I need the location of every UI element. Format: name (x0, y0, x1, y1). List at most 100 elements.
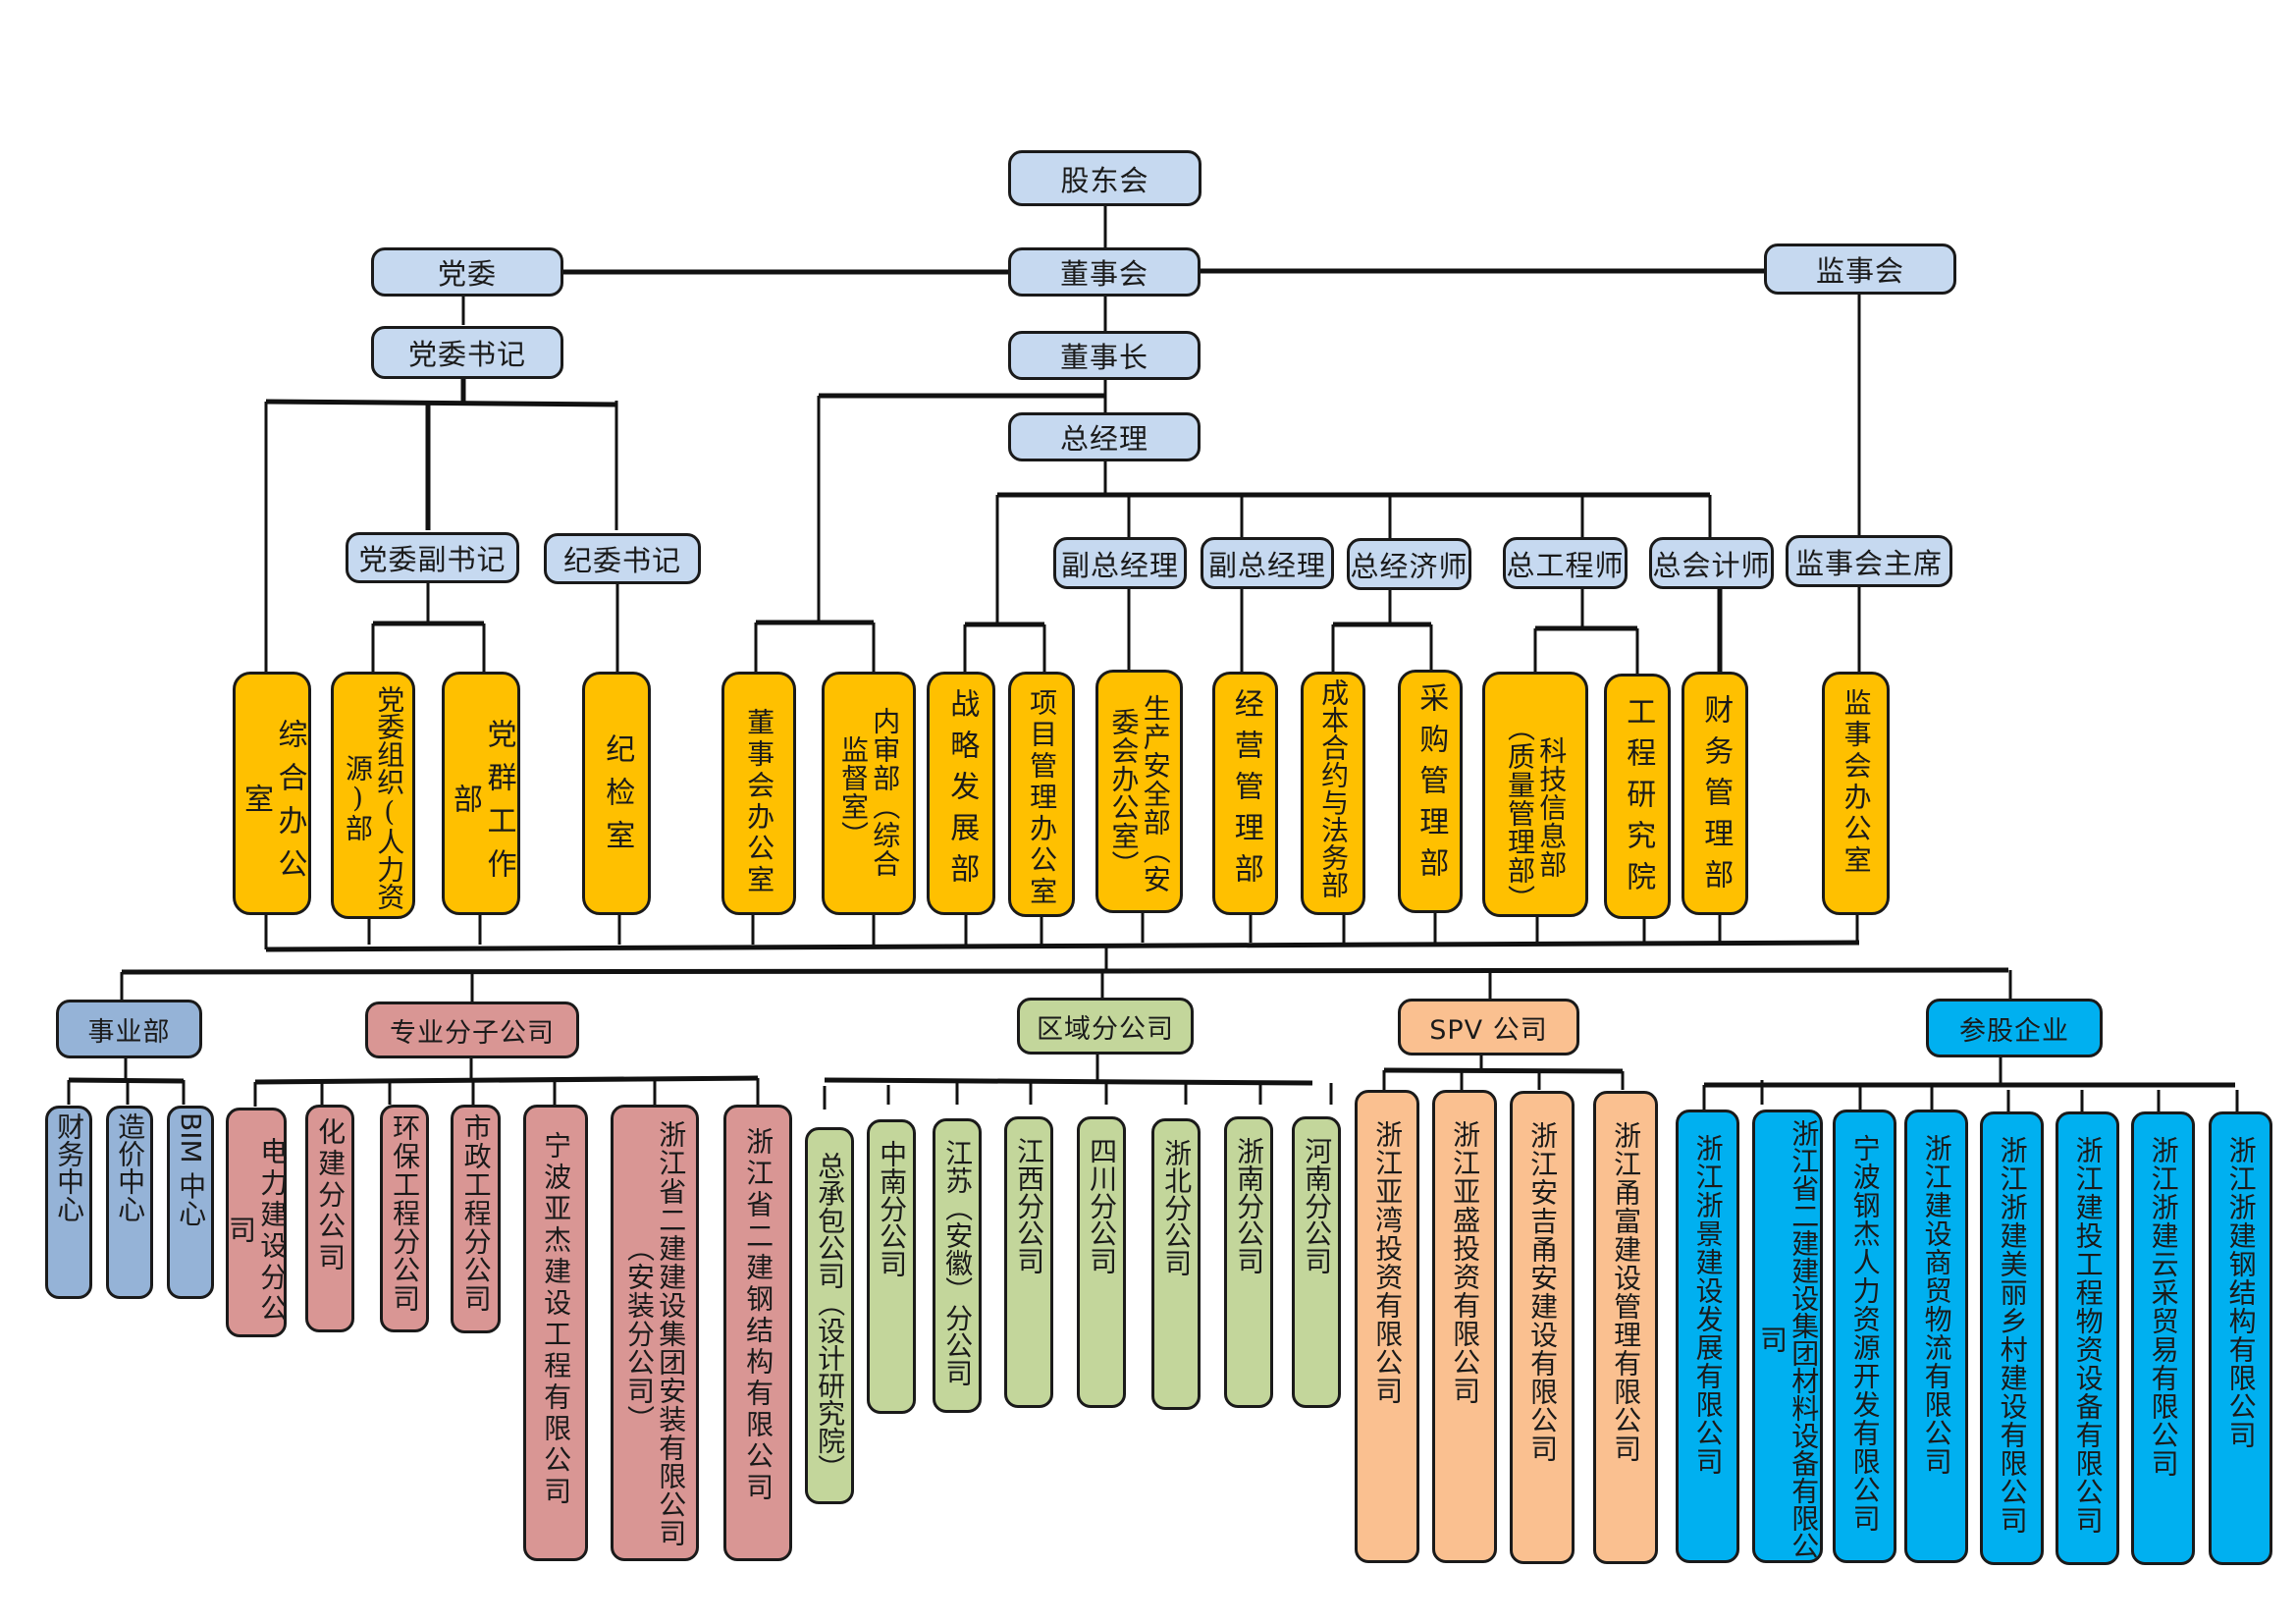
dept-procurement[interactable]: 采购管理部 (1398, 670, 1463, 913)
chief-economist-box[interactable]: 总经济师 (1347, 538, 1471, 590)
equity-holding-item[interactable]: 浙江浙建云采贸易有限公司 (2131, 1111, 2195, 1565)
regional-branch-item[interactable]: 中南分公司 (867, 1119, 916, 1414)
chief-accountant-box[interactable]: 总会计师 (1649, 537, 1774, 589)
dept-general-office[interactable]: 综合办公室 (233, 672, 311, 915)
board-box[interactable]: 董事会 (1008, 247, 1201, 297)
regional-branch-label: 浙北分公司 (1160, 1139, 1194, 1276)
dept-party-organization-hr[interactable]: 党委组织(人力资源)部 (331, 672, 415, 919)
regional-branch-item[interactable]: 江苏（安徽）分公司 (933, 1118, 982, 1413)
category-label: 参股企业 (1959, 1015, 2069, 1047)
chief-engineer-box[interactable]: 总工程师 (1503, 537, 1628, 589)
business-unit-item[interactable]: 造价中心 (106, 1106, 153, 1299)
professional-subsidiary-item[interactable]: 浙江省二建钢结构有限公司 (723, 1105, 792, 1561)
dept-finance-management[interactable]: 财务管理部 (1682, 672, 1748, 915)
dept-label: 董事会办公室 (743, 708, 776, 896)
chief-accountant-label: 总会计师 (1652, 548, 1771, 582)
professional-subsidiary-item[interactable]: 化建分公司 (305, 1105, 354, 1332)
chairman-box[interactable]: 董事长 (1008, 331, 1201, 380)
regional-branch-item[interactable]: 江西分公司 (1004, 1116, 1053, 1408)
spv-company-item[interactable]: 浙江亚盛投资有限公司 (1432, 1090, 1497, 1563)
spv-company-item[interactable]: 浙江亚湾投资有限公司 (1355, 1090, 1419, 1563)
professional-subsidiary-item[interactable]: 宁波亚杰建设工程有限公司 (523, 1105, 588, 1561)
dept-technology-information[interactable]: 科技信息部（质量管理部） (1482, 672, 1588, 917)
regional-branch-item[interactable]: 河南分公司 (1292, 1116, 1341, 1408)
dept-label: 生产安全部（安委会办公室） (1107, 693, 1172, 893)
category-label: 专业分子公司 (390, 1017, 555, 1049)
dept-party-mass-work[interactable]: 党群工作部 (442, 672, 520, 915)
discipline-secretary-label: 纪委书记 (562, 544, 681, 577)
spv-company-label: 浙江亚湾投资有限公司 (1371, 1120, 1405, 1405)
category-professional-subsidiaries[interactable]: 专业分子公司 (365, 1001, 579, 1058)
professional-subsidiary-item[interactable]: 环保工程分公司 (380, 1105, 429, 1332)
discipline-secretary-box[interactable]: 纪委书记 (544, 533, 701, 584)
regional-branch-label: 江西分公司 (1013, 1137, 1046, 1274)
business-unit-item[interactable]: 财务中心 (45, 1106, 92, 1299)
equity-holding-item[interactable]: 宁波钢杰人力资源开发有限公司 (1833, 1110, 1896, 1563)
supervisory-chair-box[interactable]: 监事会主席 (1786, 535, 1952, 587)
deputy-party-secretary-box[interactable]: 党委副书记 (346, 532, 519, 583)
category-spv-companies[interactable]: SPV 公司 (1398, 999, 1579, 1056)
regional-branch-item[interactable]: 总承包公司（设计研究院） (805, 1127, 854, 1504)
spv-company-item[interactable]: 浙江甬富建设管理有限公司 (1593, 1091, 1658, 1564)
business-unit-item[interactable]: BIM 中心 (167, 1106, 214, 1299)
equity-holding-item[interactable]: 浙江省二建建设集团材料设备有限公司 (1752, 1110, 1823, 1563)
dept-operations-management[interactable]: 经营管理部 (1212, 672, 1278, 915)
dept-internal-audit[interactable]: 内审部（综合监督室） (822, 672, 916, 915)
chairman-label: 董事长 (1059, 341, 1148, 374)
dept-project-management-office[interactable]: 项目管理办公室 (1008, 672, 1075, 917)
supervisory-board-box[interactable]: 监事会 (1764, 244, 1956, 295)
dept-label: 经营管理部 (1228, 688, 1263, 894)
business-unit-label: 财务中心 (53, 1112, 86, 1222)
dept-engineering-research[interactable]: 工程研究院 (1604, 674, 1671, 919)
dept-cost-contract-legal[interactable]: 成本合约与法务部 (1301, 672, 1365, 915)
dept-discipline-inspection[interactable]: 纪检室 (582, 672, 651, 915)
category-label: 事业部 (87, 1016, 171, 1048)
professional-subsidiary-item[interactable]: 电力建设分公司 (225, 1108, 289, 1337)
dept-label: 内审部（综合监督室） (837, 707, 902, 878)
category-equity-holdings[interactable]: 参股企业 (1926, 999, 2103, 1057)
regional-branch-label: 河南分公司 (1301, 1137, 1334, 1274)
regional-branch-item[interactable]: 四川分公司 (1077, 1116, 1126, 1408)
professional-subsidiary-item[interactable]: 浙江省二建建设集团安装有限公司（安装分公司） (611, 1105, 699, 1561)
equity-holding-item[interactable]: 浙江建投工程物资设备有限公司 (2056, 1111, 2119, 1565)
category-label: 区域分公司 (1037, 1013, 1174, 1045)
supervisory-chair-label: 监事会主席 (1794, 546, 1943, 580)
equity-holding-item[interactable]: 浙江浙建美丽乡村建设有限公司 (1980, 1111, 2044, 1565)
spv-company-item[interactable]: 浙江安吉甬安建设有限公司 (1510, 1091, 1575, 1564)
dept-board-office[interactable]: 董事会办公室 (721, 672, 796, 915)
professional-subsidiary-item[interactable]: 市政工程分公司 (451, 1105, 501, 1333)
equity-holding-label: 宁波钢杰人力资源开发有限公司 (1848, 1134, 1882, 1533)
dept-label: 成本合约与法务部 (1317, 678, 1351, 898)
general-manager-box[interactable]: 总经理 (1008, 412, 1201, 461)
chief-economist-label: 总经济师 (1350, 549, 1468, 583)
party-secretary-label: 党委书记 (407, 338, 526, 371)
dept-production-safety[interactable]: 生产安全部（安委会办公室） (1095, 670, 1183, 913)
deputy-gm-2-box[interactable]: 副总经理 (1201, 537, 1334, 589)
regional-branch-item[interactable]: 浙南分公司 (1224, 1116, 1273, 1408)
shareholders-box[interactable]: 股东会 (1008, 150, 1201, 206)
party-secretary-box[interactable]: 党委书记 (371, 326, 563, 379)
party-committee-label: 党委 (437, 257, 497, 291)
general-manager-label: 总经理 (1059, 422, 1148, 456)
deputy-gm-1-label: 副总经理 (1060, 548, 1179, 582)
dept-label: 工程研究院 (1621, 696, 1656, 902)
regional-branch-label: 中南分公司 (876, 1140, 909, 1277)
dept-label: 财务管理部 (1698, 694, 1734, 900)
regional-branch-item[interactable]: 浙北分公司 (1151, 1118, 1201, 1410)
category-regional-branches[interactable]: 区域分公司 (1017, 998, 1194, 1055)
dept-strategy-development[interactable]: 战略发展部 (927, 672, 995, 915)
spv-company-label: 浙江安吉甬安建设有限公司 (1526, 1121, 1560, 1463)
professional-subsidiary-label: 市政工程分公司 (459, 1113, 493, 1313)
dept-label: 监事会办公室 (1840, 688, 1873, 877)
equity-holding-item[interactable]: 浙江浙建钢结构有限公司 (2209, 1111, 2272, 1565)
equity-holding-item[interactable]: 浙江浙景建设发展有限公司 (1676, 1110, 1739, 1563)
category-business-units[interactable]: 事业部 (56, 1000, 202, 1058)
equity-holding-label: 浙江建设商贸物流有限公司 (1920, 1134, 1953, 1476)
equity-holding-label: 浙江浙建钢结构有限公司 (2224, 1136, 2258, 1449)
deputy-gm-1-box[interactable]: 副总经理 (1053, 537, 1187, 589)
dept-supervisory-board-office[interactable]: 监事会办公室 (1822, 672, 1890, 915)
equity-holding-item[interactable]: 浙江建设商贸物流有限公司 (1904, 1110, 1968, 1563)
regional-branch-label: 四川分公司 (1086, 1137, 1119, 1274)
party-committee-box[interactable]: 党委 (371, 247, 563, 297)
